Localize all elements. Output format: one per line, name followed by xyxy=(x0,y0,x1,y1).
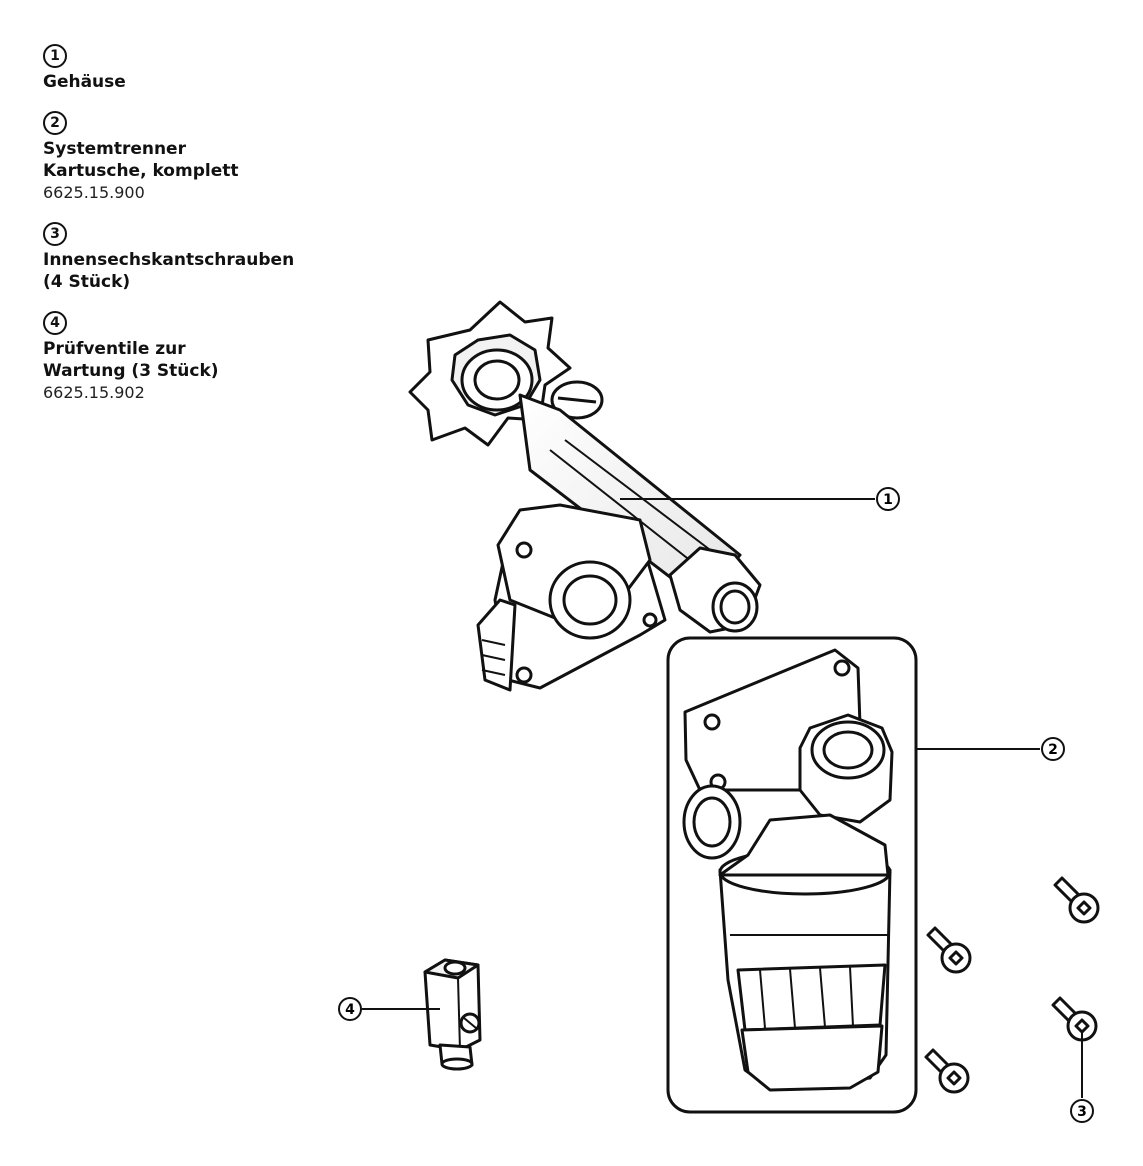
legend-name-2: Systemtrenner Kartusche, komplett xyxy=(43,139,239,181)
callout-4-circle xyxy=(338,997,362,1021)
legend-part-number-2: 6625.15.900 xyxy=(43,183,145,202)
callout-1-circle xyxy=(876,487,900,511)
legend-item-4: 4 Prüfventile zur Wartung (3 Stück) 6625… xyxy=(43,311,343,404)
callout-4: 4 xyxy=(338,997,440,1021)
test-valve-illustration xyxy=(423,958,482,1071)
legend-number-4: 4 xyxy=(43,311,67,335)
legend-number-3: 3 xyxy=(43,222,67,246)
legend-name-4: Prüfventile zur Wartung (3 Stück) xyxy=(43,339,219,381)
cartridge-illustration xyxy=(666,636,918,1114)
callout-2-label: 2 xyxy=(1048,742,1058,758)
screw-2 xyxy=(1053,876,1100,924)
screw-4 xyxy=(1051,996,1098,1042)
callout-3-label: 3 xyxy=(1077,1104,1087,1120)
legend-item-2: 2 Systemtrenner Kartusche, komplett 6625… xyxy=(43,111,343,204)
legend-item-3: 3 Innensechskantschrauben (4 Stück) xyxy=(43,222,343,293)
callout-1: 1 xyxy=(620,487,900,511)
lower-thread xyxy=(476,598,517,692)
legend-name-3: Innensechskantschrauben (4 Stück) xyxy=(43,250,295,292)
callout-3: 3 xyxy=(1070,1032,1094,1123)
callout-2-circle xyxy=(1041,737,1065,761)
callout-4-label: 4 xyxy=(345,1002,355,1018)
legend-number-1: 1 xyxy=(43,44,67,68)
legend-name-1: Gehäuse xyxy=(43,72,126,92)
callout-1-label: 1 xyxy=(883,492,893,508)
legend-number-2: 2 xyxy=(43,111,67,135)
parts-legend: 1 Gehäuse 2 Systemtrenner Kartusche, kom… xyxy=(43,44,343,422)
legend-part-number-4: 6625.15.902 xyxy=(43,383,145,402)
screw-3 xyxy=(924,1048,970,1094)
callout-2: 2 xyxy=(916,737,1065,761)
screws-illustration xyxy=(924,876,1100,1094)
screw-1 xyxy=(926,926,972,974)
callout-3-circle xyxy=(1070,1099,1094,1123)
legend-item-1: 1 Gehäuse xyxy=(43,44,343,93)
housing-illustration xyxy=(408,300,762,692)
